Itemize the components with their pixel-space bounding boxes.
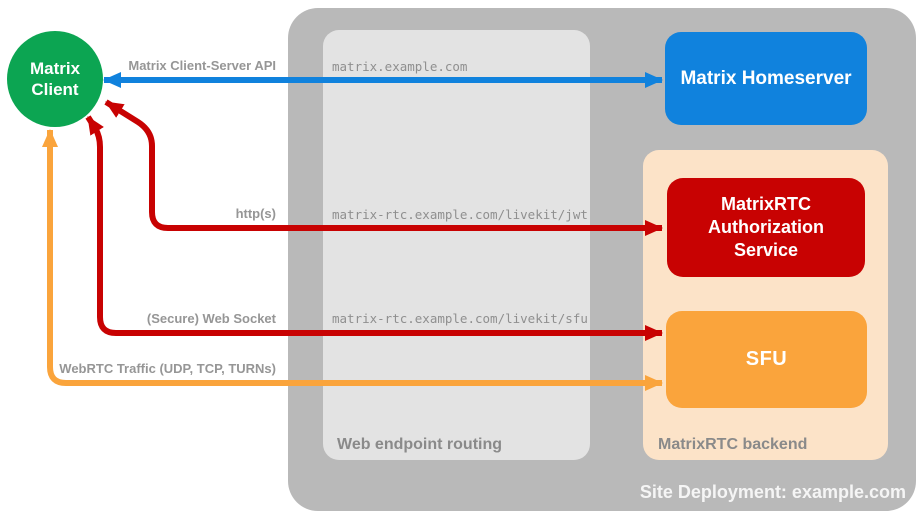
api-arrow-label: Matrix Client-Server API: [128, 58, 276, 73]
matrix-homeserver-label: Matrix Homeserver: [680, 67, 852, 89]
websocket-arrow-label: (Secure) Web Socket: [146, 311, 276, 326]
route-matrix-domain: matrix.example.com: [332, 59, 468, 74]
jwt-arrow-label: http(s): [235, 206, 276, 221]
route-livekit-jwt: matrix-rtc.example.com/livekit/jwt: [332, 207, 588, 222]
matrixrtc-backend-caption: MatrixRTC backend: [658, 436, 808, 453]
web-endpoint-routing-caption: Web endpoint routing: [337, 436, 503, 453]
route-livekit-sfu: matrix-rtc.example.com/livekit/sfu: [332, 311, 588, 326]
matrix-client-label: Matrix Client: [29, 59, 81, 99]
web-endpoint-routing-container: [323, 30, 590, 460]
matrix-homeserver-node: Matrix Homeserver: [665, 32, 867, 125]
sfu-label: SFU: [745, 348, 788, 370]
matrixrtc-authorization-service-node: MatrixRTC Authorization Service: [667, 178, 865, 277]
matrixrtc-authorization-service-label: MatrixRTC Authorization Service: [708, 194, 824, 260]
site-deployment-caption: Site Deployment: example.com: [639, 482, 906, 502]
sfu-node: SFU: [666, 311, 867, 408]
webrtc-arrow-label: WebRTC Traffic (UDP, TCP, TURNs): [59, 361, 276, 376]
matrix-client-node: Matrix Client: [7, 31, 103, 127]
